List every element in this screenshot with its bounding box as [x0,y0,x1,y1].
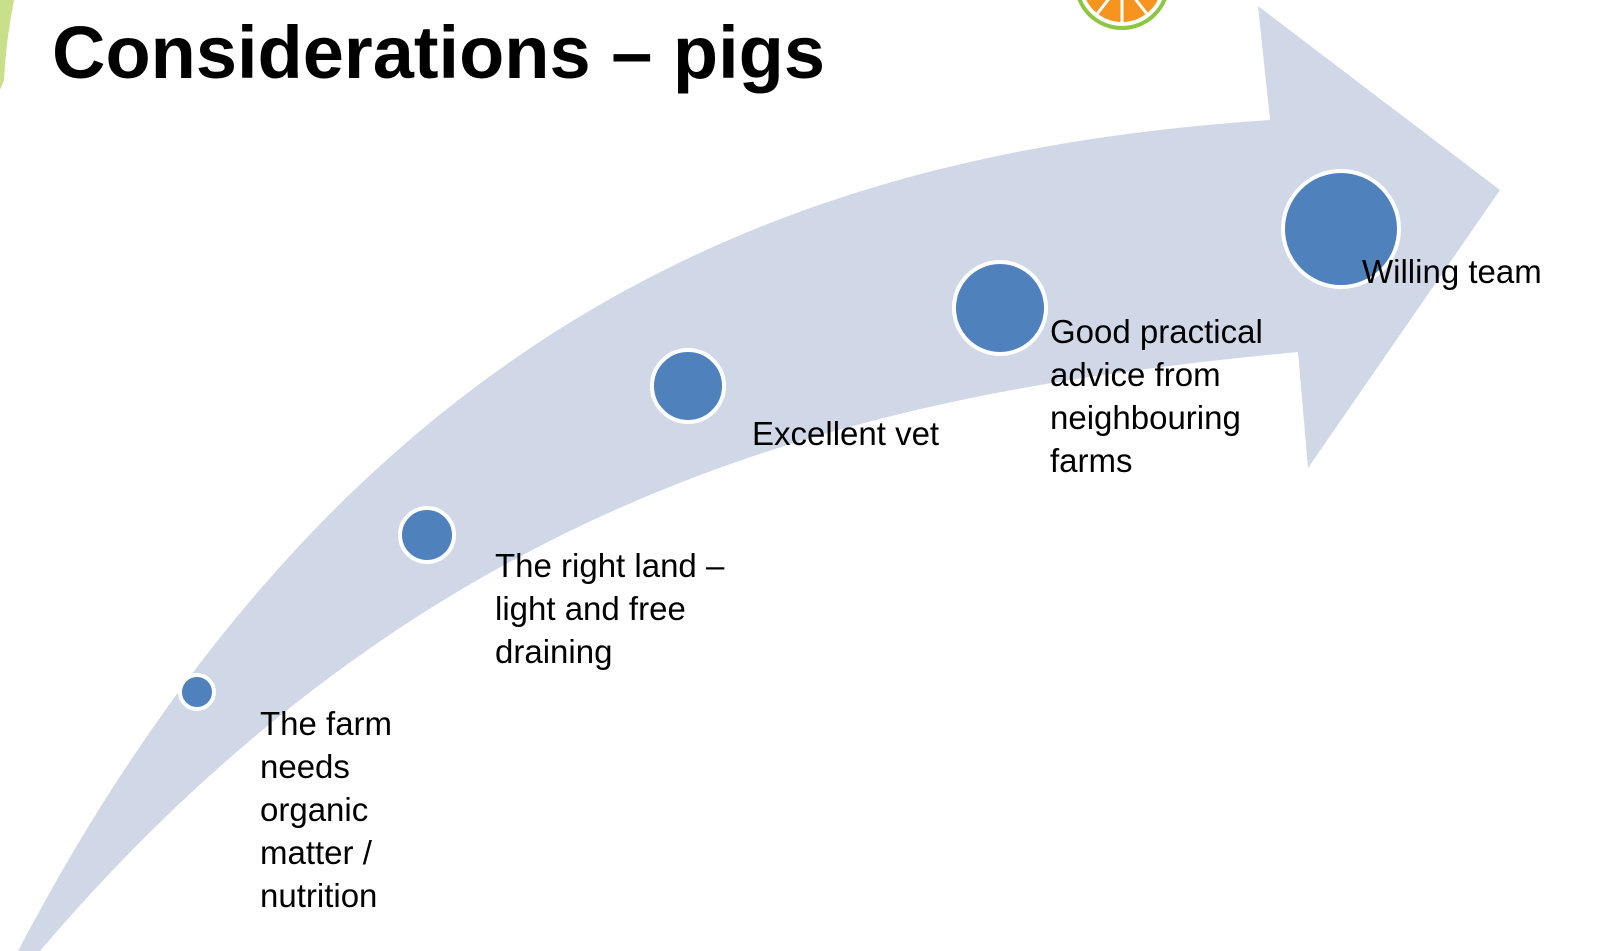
corner-decoration [0,0,14,90]
step-circle-1 [178,673,216,711]
step-label-4: Good practical advice from neighbouring … [1050,313,1263,479]
step-label-1: The farm needs organic matter / nutritio… [260,705,393,914]
slide-title: Considerations – pigs [52,11,826,94]
step-label-3: Excellent vet [752,415,940,452]
step-label-2: The right land – light and free draining [495,547,725,670]
step-circle-4 [952,260,1048,356]
step-circle-2 [398,506,456,564]
orange-slice-logo [1077,0,1167,30]
step-circle-5 [1281,169,1401,289]
curved-arrow [18,6,1500,951]
step-circle-3 [650,348,726,424]
step-label-5: Willing team [1362,253,1542,290]
